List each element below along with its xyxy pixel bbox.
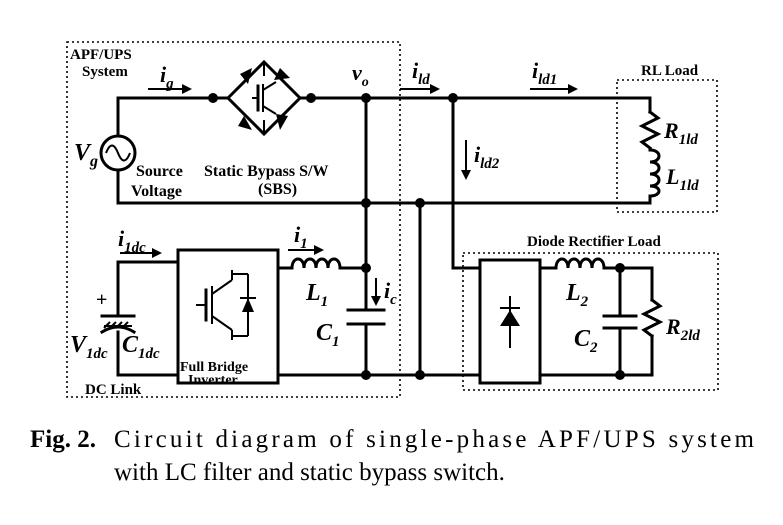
symbol-c1: C1 — [316, 320, 340, 350]
symbol-ild1: ild1 — [532, 58, 557, 88]
junction-dot — [615, 370, 625, 380]
symbol-i1: i1 — [294, 222, 308, 252]
ac-source-icon — [99, 134, 137, 172]
diode-rectifier-box — [478, 258, 542, 385]
diode-icon — [500, 296, 520, 348]
caption-line2: with LC filter and static bypass switch. — [114, 459, 505, 486]
symbol-i1dc: i1dc — [118, 226, 146, 256]
symbol-ig: ig — [160, 62, 174, 92]
igbt-icon — [196, 270, 256, 340]
symbol-vo: vo — [352, 60, 369, 90]
arrow-ild-icon — [400, 84, 440, 94]
junction-dot — [208, 93, 218, 103]
apf-ups-label-line1: APF/UPS — [70, 47, 132, 63]
symbol-r2ld: R2ld — [665, 314, 700, 344]
resistor-r2ld-icon — [640, 297, 664, 339]
static-bypass-switch-icon — [225, 59, 303, 137]
rl-load-label: RL Load — [641, 63, 699, 79]
sbs-label-line2: (SBS) — [258, 181, 297, 198]
sbs-label-line1: Static Bypass S/W — [204, 163, 328, 180]
fbi-label-line2: Inverter — [188, 373, 238, 388]
caption-fig-label: Fig. 2. — [30, 426, 96, 453]
source-voltage-label-line1: Source — [136, 163, 183, 180]
arrow-i1dc-icon — [120, 248, 162, 258]
resistor-r1ld-icon — [638, 109, 662, 151]
arrow-ild2-icon — [461, 140, 471, 180]
arrow-ild1-icon — [530, 84, 578, 94]
symbol-ild: ild — [412, 58, 430, 88]
diode-rectifier-load-label: Diode Rectifier Load — [527, 234, 662, 250]
arrow-i1-icon — [288, 245, 324, 255]
symbol-l2: L2 — [565, 280, 589, 310]
fbi-label-line1: Full Bridge — [180, 360, 248, 375]
symbol-c1dc: C1dc — [122, 332, 160, 362]
symbol-l1: L1 — [305, 280, 328, 310]
dc-link-capacitor-icon — [99, 314, 137, 335]
apf-ups-system-box — [66, 41, 401, 398]
junction-dot — [415, 198, 425, 208]
junction-dot — [361, 198, 371, 208]
dc-link-label: DC Link — [85, 382, 142, 398]
dc-plus-sign: + — [96, 289, 107, 311]
source-voltage-label-line2: Voltage — [131, 183, 182, 200]
junction-dot — [306, 93, 316, 103]
symbol-v1dc: V1dc — [70, 332, 108, 362]
inductor-l2-icon — [554, 257, 606, 270]
symbol-l1ld: L1ld — [665, 164, 699, 194]
symbol-ic: ic — [384, 278, 397, 308]
caption-line1: Circuit diagram of single-phase APF/UPS … — [114, 426, 755, 453]
full-bridge-inverter-box — [176, 248, 280, 385]
apf-ups-label-line2: System — [82, 64, 128, 80]
diode-rectifier-load-box — [462, 252, 719, 391]
symbol-c2: C2 — [574, 326, 598, 356]
arrow-ig-icon — [148, 84, 192, 94]
symbol-ild2: ild2 — [474, 142, 500, 172]
inductor-l1-icon — [290, 257, 342, 270]
inductor-l1ld-icon — [648, 148, 661, 198]
symbol-vg: Vg — [74, 140, 98, 170]
arrow-ic-icon — [371, 278, 381, 306]
symbol-r1ld: R1ld — [663, 118, 698, 148]
rl-load-box — [616, 79, 718, 213]
